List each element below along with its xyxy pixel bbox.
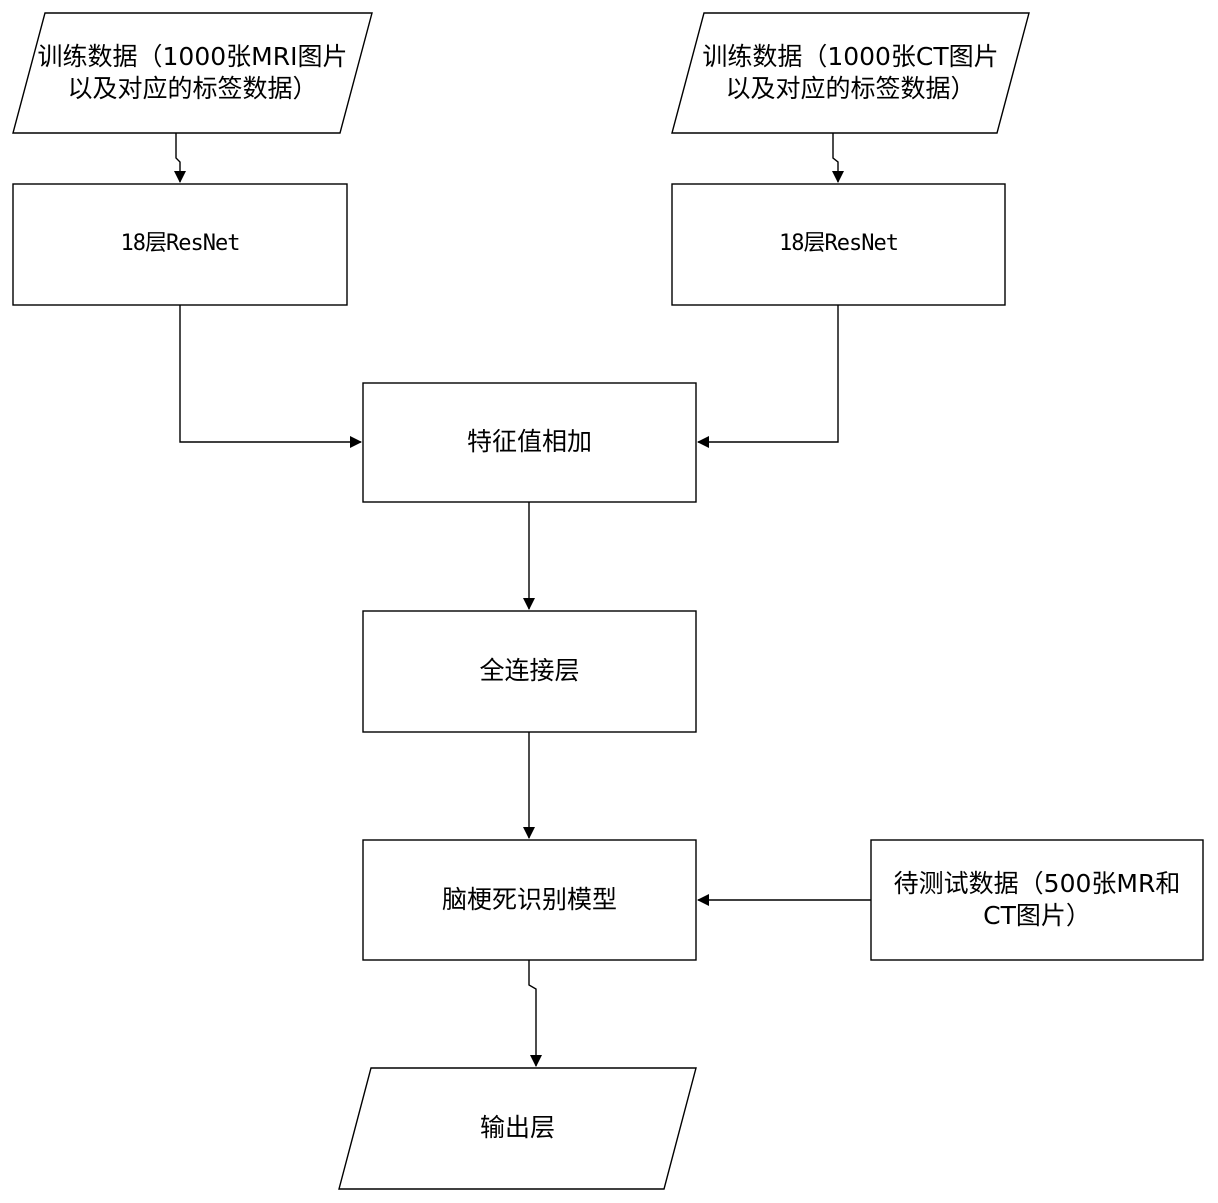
test-data-shape bbox=[870, 839, 1204, 961]
ct-input-shape bbox=[671, 12, 1030, 134]
feature-sum-label: 特征值相加 bbox=[466, 427, 592, 456]
output-layer-label: 输出层 bbox=[479, 1113, 555, 1142]
infarct-model-shape bbox=[362, 839, 697, 961]
edge-resnet-right-to-sum bbox=[697, 305, 839, 448]
resnet-left-shape bbox=[12, 183, 348, 306]
feature-sum-shape bbox=[362, 382, 697, 503]
infarct-model-label: 脑梗死识别模型 bbox=[441, 885, 617, 914]
mri-input-shape bbox=[12, 12, 373, 134]
edge-mri-to-resnet bbox=[174, 133, 186, 183]
fully-connected-label: 全连接层 bbox=[479, 656, 580, 685]
edge-resnet-left-to-sum bbox=[179, 305, 362, 448]
output-layer-shape bbox=[338, 1067, 697, 1190]
mri-input-label: 训练数据（1000张MRI图片 以及对应的标签数据） bbox=[37, 42, 348, 103]
resnet-right-label: 18层ResNet bbox=[779, 231, 899, 256]
ct-input-label: 训练数据（1000张CT图片 以及对应的标签数据） bbox=[702, 42, 999, 103]
edge-ct-to-resnet bbox=[832, 133, 844, 183]
test-data-label: 待测试数据（500张MR和 CT图片） bbox=[893, 869, 1181, 930]
edge-model-to-output bbox=[528, 960, 542, 1067]
fully-connected-shape bbox=[362, 610, 697, 733]
resnet-left-label: 18层ResNet bbox=[120, 231, 241, 256]
